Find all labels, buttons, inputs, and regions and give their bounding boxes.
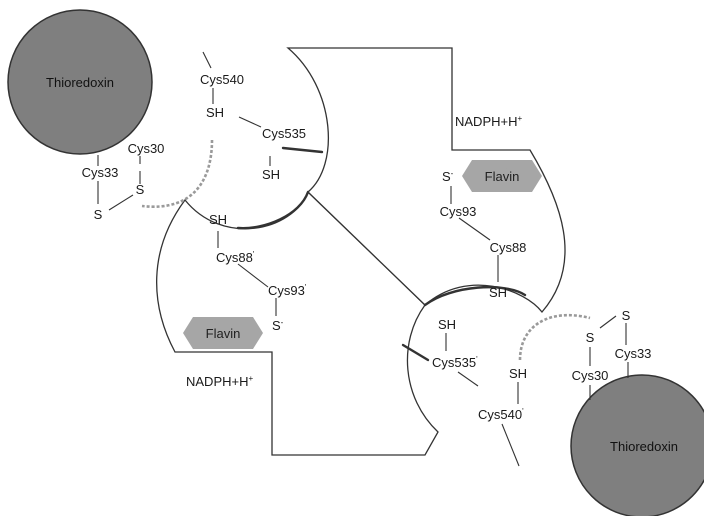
subunit-a-cys535-edge <box>281 146 324 154</box>
subunit-b-cys535-edge <box>401 343 430 362</box>
cys540-b-sh-label: SH <box>509 366 527 381</box>
s-minus-a-label: S- <box>442 169 454 184</box>
cys88-b-sh-label: SH <box>209 212 227 227</box>
electron-path-top <box>141 139 214 208</box>
thioredoxin-bottom-circle <box>570 374 704 516</box>
subunit-a-lower-edge <box>423 286 527 307</box>
s-minus-b-label: S- <box>272 318 284 333</box>
cys88-a-sh-label: SH <box>489 285 507 300</box>
nadph-b-label: NADPH+H+ <box>186 374 254 389</box>
cys535-label: Cys535 <box>262 126 306 141</box>
trx-bottom-s-left-label: S <box>586 330 595 345</box>
connectors-top <box>97 51 277 316</box>
trx-bottom-s-right-label: S <box>622 308 631 323</box>
flavin-a-label: Flavin <box>485 169 520 184</box>
electron-path-bottom <box>518 313 591 361</box>
cys88-a-label: Cys88 <box>490 240 527 255</box>
cys88-b-label: Cys88' <box>216 250 255 265</box>
trx-top-s-left-label: S <box>94 207 103 222</box>
cys540-b-label: Cys540' <box>478 407 524 422</box>
connectors-subunit-a <box>450 186 499 282</box>
cys535-sh-label: SH <box>262 167 280 182</box>
thioredoxin-top-circle <box>7 9 153 155</box>
cys535-b-sh-label: SH <box>438 317 456 332</box>
flavin-a-shape <box>462 160 542 192</box>
flavin-b-shape <box>183 317 263 349</box>
cys540-sh-label: SH <box>206 105 224 120</box>
connectors-bottom <box>445 315 629 467</box>
trx-top-s-right-label: S <box>136 182 145 197</box>
nadph-a-label: NADPH+H+ <box>455 114 523 129</box>
flavin-b-label: Flavin <box>206 326 241 341</box>
trx-bottom-cys33-label: Cys33 <box>615 346 652 361</box>
thioredoxin-bottom-label: Thioredoxin <box>610 439 678 454</box>
trx-top-cys33-label: Cys33 <box>82 165 119 180</box>
subunit-b-active-edge <box>236 190 310 230</box>
trx-top-cys30-label: Cys30 <box>128 141 165 156</box>
trx-bottom-cys30-label: Cys30 <box>572 368 609 383</box>
cys93-b-label: Cys93' <box>268 283 307 298</box>
cys93-a-label: Cys93 <box>440 204 477 219</box>
thioredoxin-top-label: Thioredoxin <box>46 75 114 90</box>
cys540-label: Cys540 <box>200 72 244 87</box>
cys535-b-label: Cys535' <box>432 355 478 370</box>
